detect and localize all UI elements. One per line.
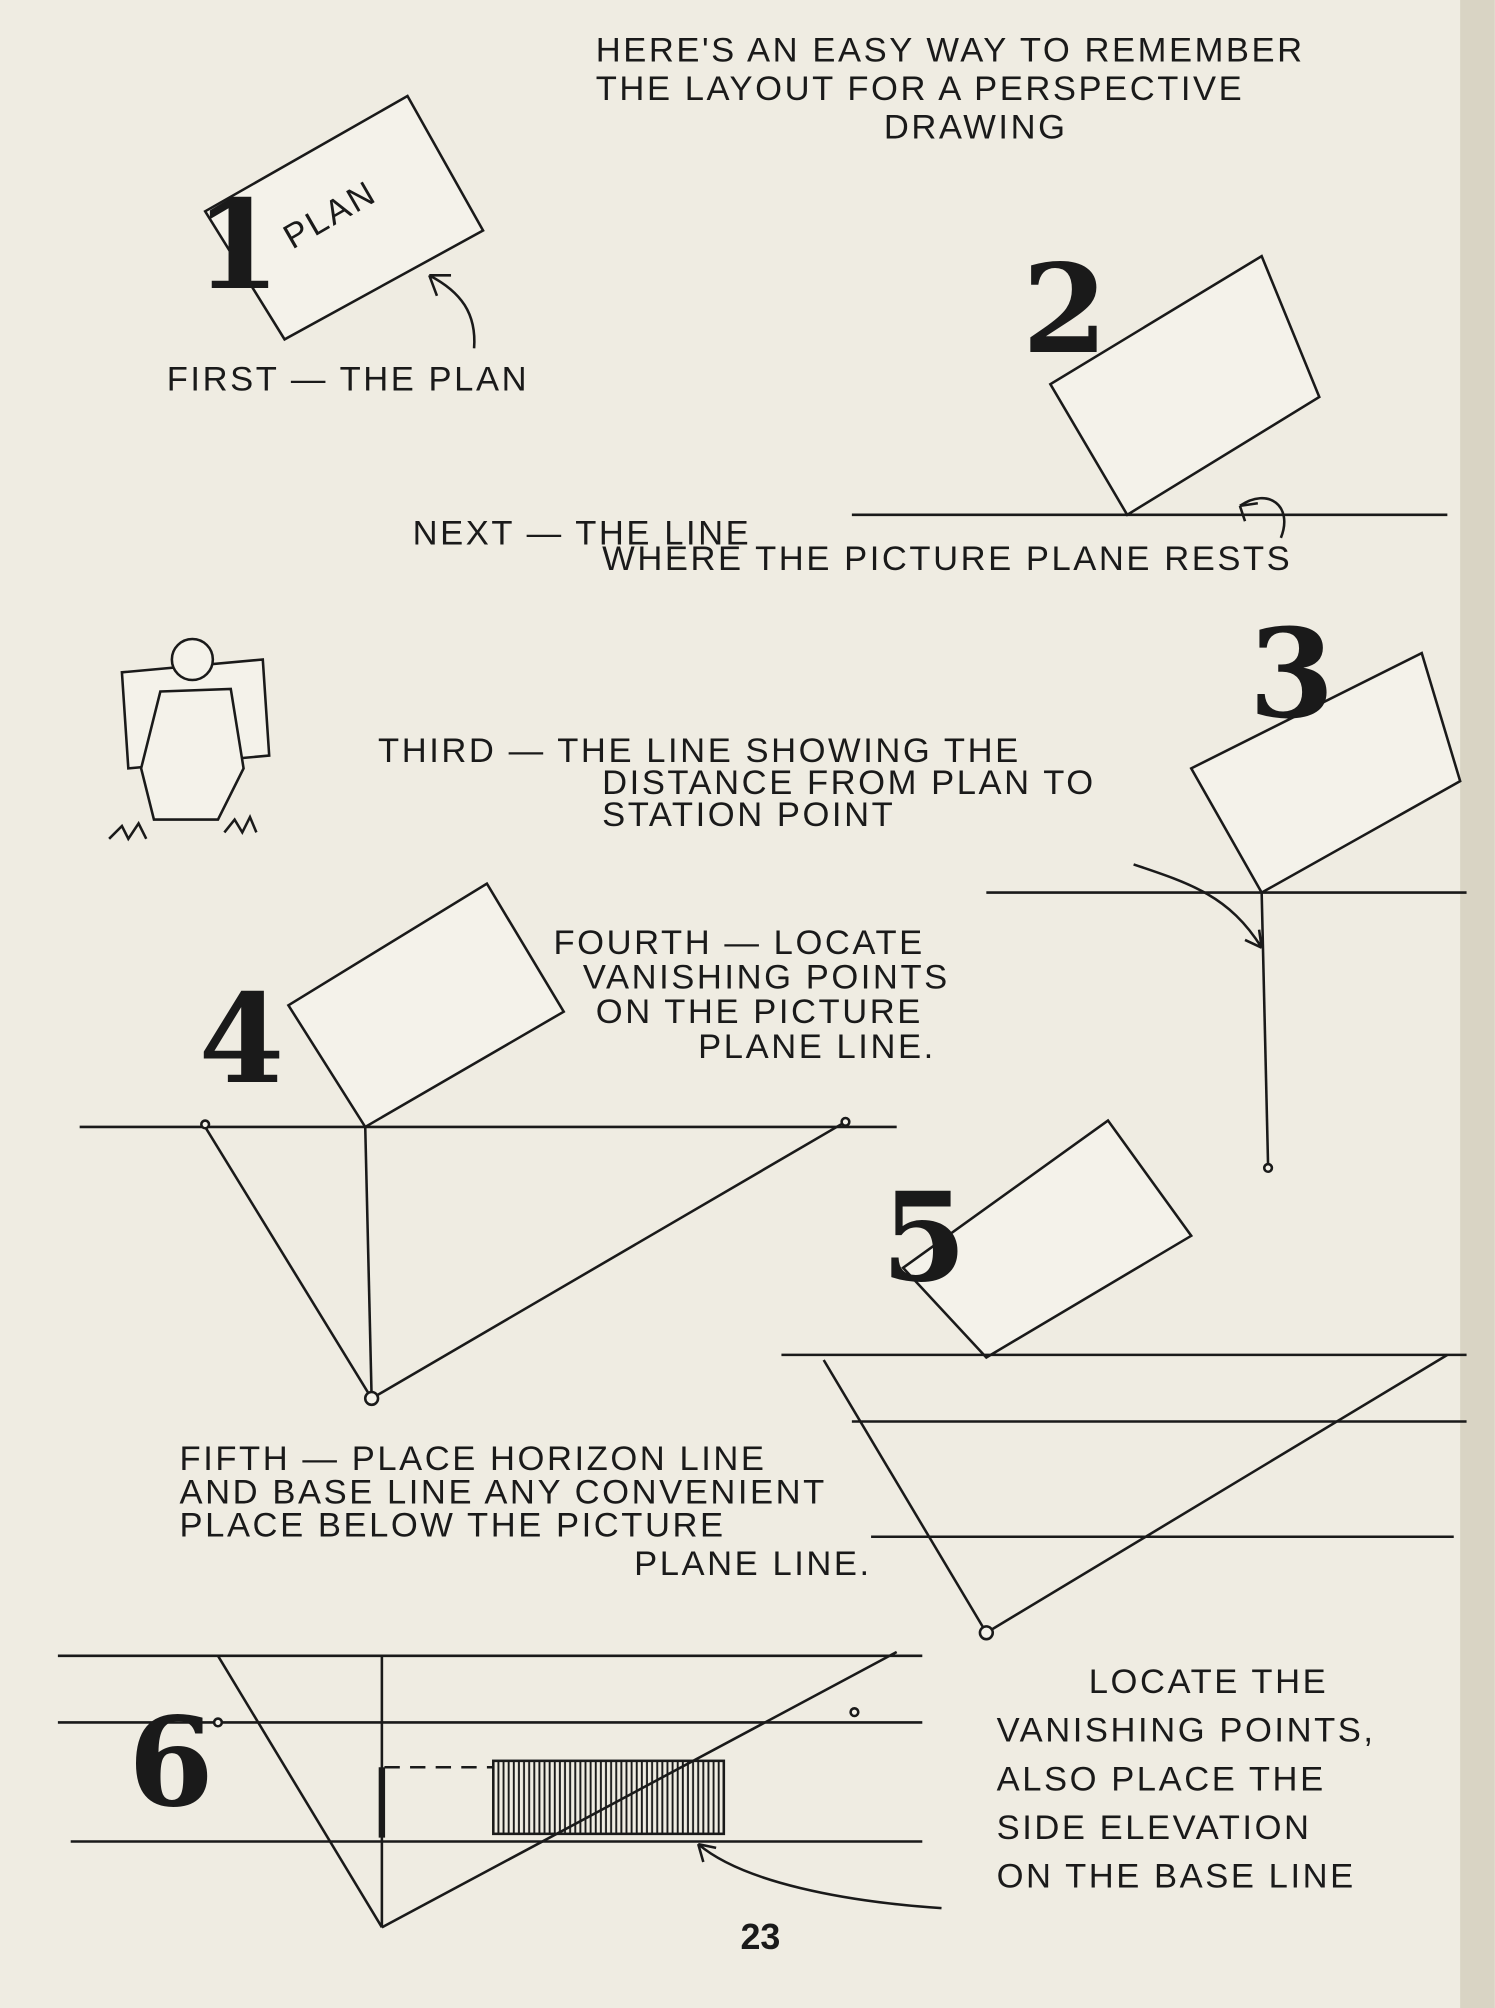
step-caption-line-4: PLANE LINE. xyxy=(698,1028,936,1066)
page-number: 23 xyxy=(740,1917,780,1957)
step-caption-line-3: ALSO PLACE THE xyxy=(997,1760,1326,1798)
sight-line-left xyxy=(204,1126,373,1400)
step-caption-line-3: PLACE BELOW THE PICTURE xyxy=(180,1507,726,1545)
step-2: 2 NEXT — THE LINE WHERE THE PICTURE PLAN… xyxy=(413,237,1448,578)
step-caption-line-2: VANISHING POINTS xyxy=(583,959,950,997)
step-caption: FIRST — THE PLAN xyxy=(167,361,529,399)
step-caption-line-5: ON THE BASE LINE xyxy=(997,1858,1356,1896)
step-number: 4 xyxy=(199,967,285,1111)
header-text: HERE'S AN EASY WAY TO REMEMBER THE LAYOU… xyxy=(596,31,1305,146)
arrow-icon xyxy=(1238,496,1286,539)
sight-line-right xyxy=(370,1120,847,1400)
step-caption-line-3: STATION POINT xyxy=(602,796,895,834)
station-point xyxy=(363,1390,380,1407)
vanishing-point-left xyxy=(212,1717,224,1728)
step-caption-line-2: WHERE THE PICTURE PLANE RESTS xyxy=(602,540,1292,578)
sight-line-left xyxy=(216,1655,383,1928)
step-1: 1 PLAN FIRST — THE PLAN xyxy=(167,94,529,399)
step-number: 5 xyxy=(881,1166,967,1310)
header-line-1: HERE'S AN EASY WAY TO REMEMBER xyxy=(596,31,1305,69)
plan-rectangle xyxy=(901,1118,1194,1360)
vanishing-point-right xyxy=(849,1707,860,1718)
station-point-line xyxy=(1260,892,1270,1166)
step-caption-line-1: THIRD — THE LINE SHOWING THE xyxy=(378,732,1021,770)
person-with-drawing-board-illustration xyxy=(108,637,271,842)
step-number: 2 xyxy=(1022,237,1108,381)
step-caption-line-1: LOCATE THE xyxy=(1089,1663,1328,1701)
vanishing-point-right xyxy=(840,1116,851,1127)
step-caption-line-1: FOURTH — LOCATE xyxy=(553,924,924,962)
step-caption-line-1: FIFTH — PLACE HORIZON LINE xyxy=(180,1440,767,1478)
arrow-icon xyxy=(428,274,476,349)
step-4: 4 FOURTH — LOCATE VANISHING POINTS ON TH… xyxy=(79,881,950,1407)
step-number: 6 xyxy=(128,1691,214,1835)
vanishing-point-left xyxy=(200,1119,211,1130)
station-point xyxy=(1262,1162,1274,1174)
plan-rectangle xyxy=(1048,254,1321,517)
side-elevation xyxy=(492,1759,726,1836)
arrow-icon xyxy=(1133,863,1263,949)
plan-rectangle xyxy=(286,881,566,1129)
station-line xyxy=(363,1126,373,1399)
step-caption-line-4: PLANE LINE. xyxy=(634,1545,872,1583)
plan-rectangle xyxy=(1189,651,1462,895)
step-caption-line-2: VANISHING POINTS, xyxy=(997,1712,1376,1750)
step-5: 5 FIFTH — PLACE HORIZON LINE AND BASE LI… xyxy=(180,1118,1467,1641)
arrow-icon xyxy=(696,1842,942,1910)
step-caption-line-4: SIDE ELEVATION xyxy=(997,1809,1312,1847)
step-caption-line-1: NEXT — THE LINE xyxy=(413,514,752,552)
station-point xyxy=(978,1625,995,1641)
step-6: 6 LOCATE THE VANISHING POINTS, ALSO PLAC… xyxy=(57,1650,1376,1929)
header-line-3: DRAWING xyxy=(884,108,1068,146)
header-line-2: THE LAYOUT FOR A PERSPECTIVE xyxy=(596,70,1245,108)
plan-rectangle xyxy=(203,94,485,342)
sight-line-right xyxy=(985,1353,1449,1634)
step-caption-line-3: ON THE PICTURE xyxy=(596,993,923,1031)
step-caption-line-2: DISTANCE FROM PLAN TO xyxy=(602,764,1096,802)
step-number: 3 xyxy=(1249,602,1335,746)
step-number: 1 xyxy=(195,173,281,317)
step-3: 3 THIRD — THE LINE SHOWING THE DISTANCE … xyxy=(378,602,1467,1174)
step-caption-line-2: AND BASE LINE ANY CONVENIENT xyxy=(180,1473,827,1511)
sight-line-left xyxy=(822,1359,988,1634)
